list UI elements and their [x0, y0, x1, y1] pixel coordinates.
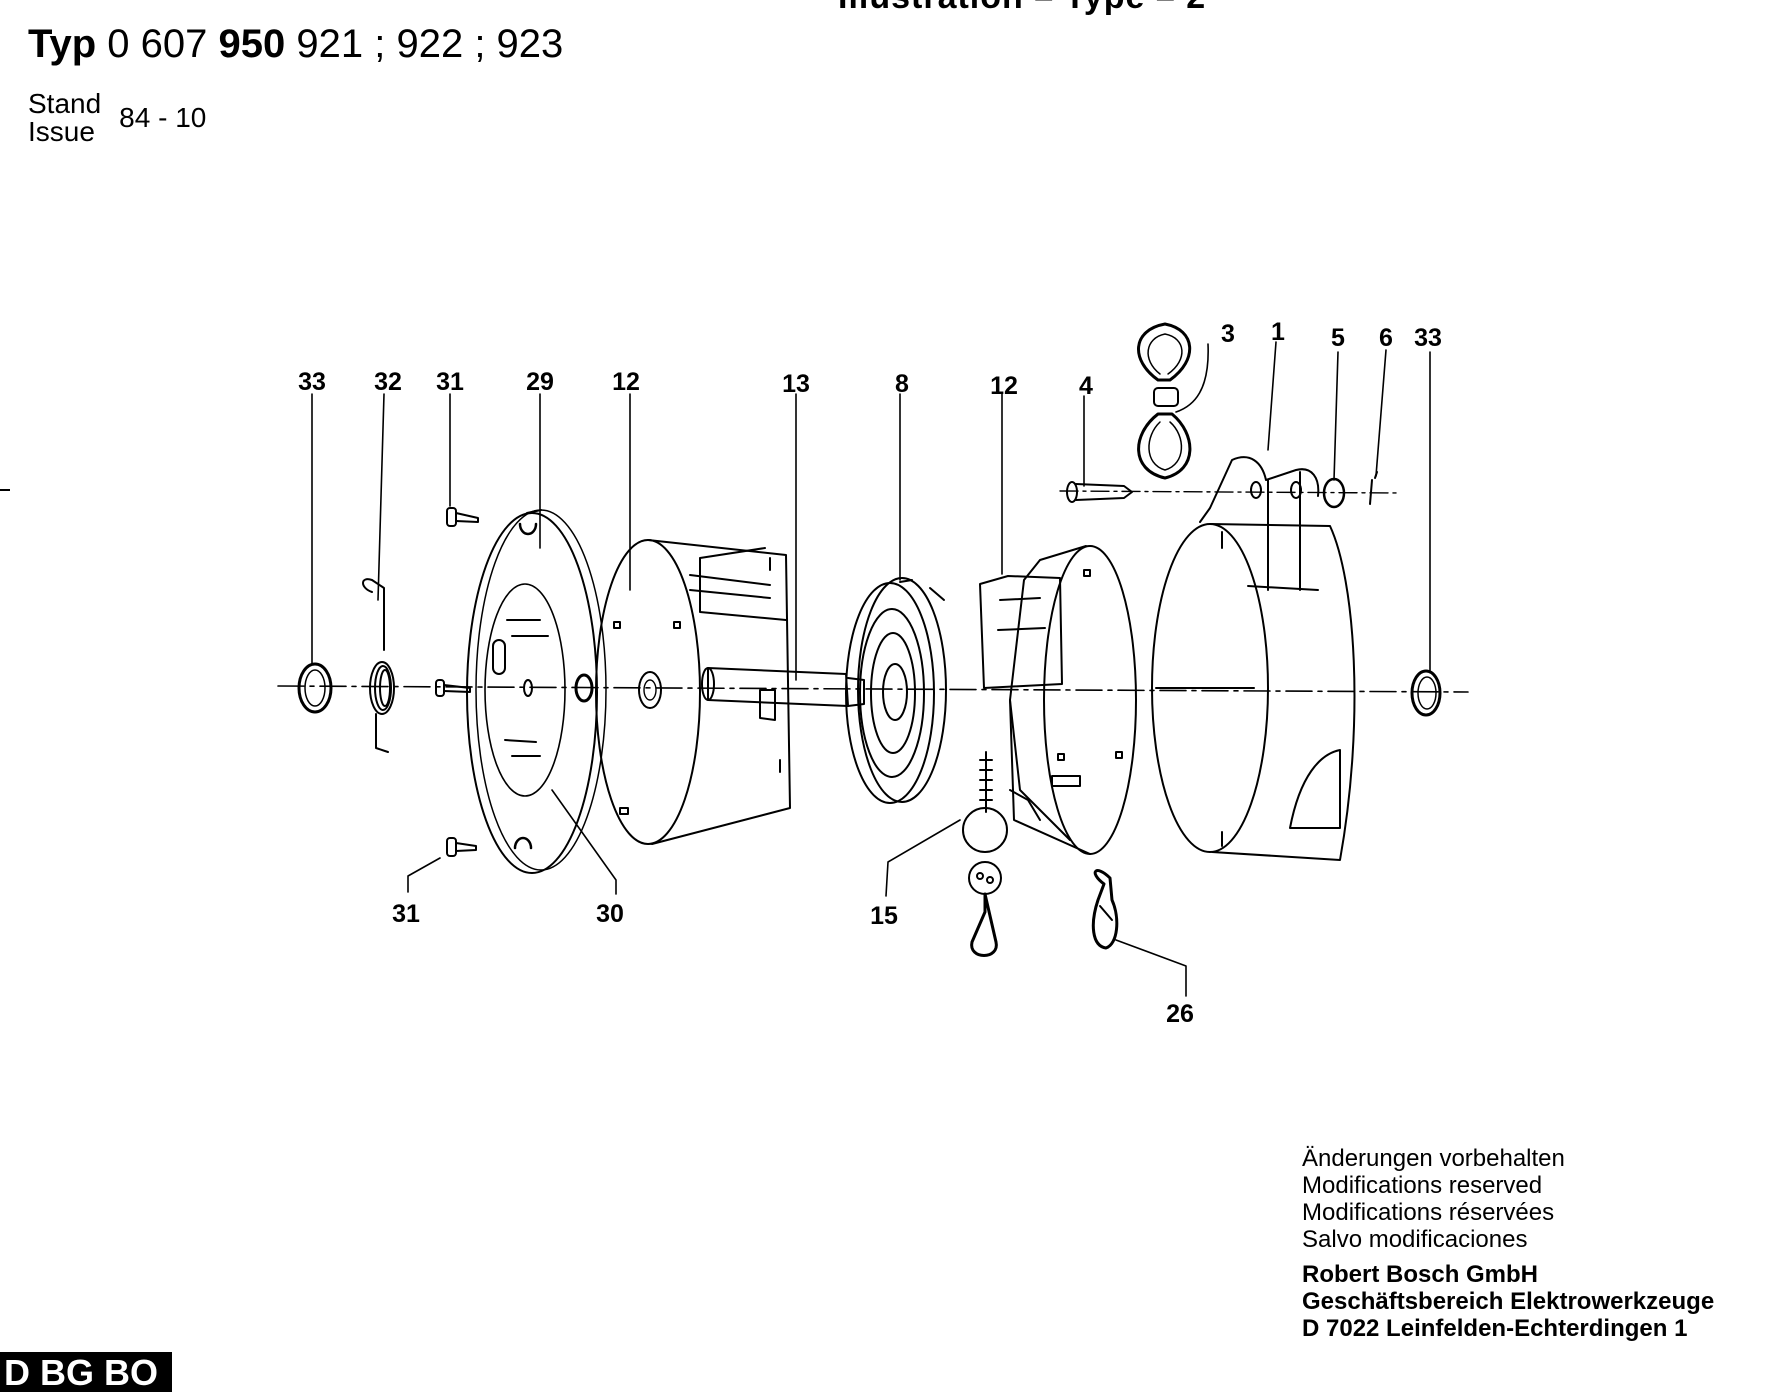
drum-right	[979, 545, 1137, 855]
callout-29: 29	[526, 368, 554, 396]
callout-3: 3	[1221, 320, 1235, 348]
pin	[1066, 481, 1133, 503]
note-line-en: Modifications reserved	[1302, 1172, 1543, 1199]
typ-label: Typ	[28, 22, 97, 66]
company-division: Geschäftsbereich Elektrowerkzeuge	[1302, 1288, 1715, 1315]
note-line-es: Salvo modificaciones	[1302, 1226, 1528, 1253]
shaft	[701, 667, 865, 707]
edge-mark	[0, 489, 10, 491]
callout-33-right: 33	[1414, 324, 1442, 352]
stand-issue-labels: Stand Issue	[28, 90, 101, 146]
split-pin	[1369, 471, 1378, 505]
callout-33-left: 33	[298, 368, 326, 396]
issue-value: 84 - 10	[119, 102, 207, 133]
callout-31-bottom: 31	[392, 900, 420, 928]
company-address: D 7022 Leinfelden-Echterdingen 1	[1302, 1315, 1688, 1342]
stand-label: Stand	[28, 88, 102, 119]
spring-cassette	[845, 577, 947, 804]
circlip-right	[1410, 669, 1442, 717]
callout-8: 8	[895, 370, 909, 398]
issue-block: Stand Issue 84 - 10	[28, 90, 206, 146]
pin-axis	[1059, 490, 1401, 494]
cut-off-title: Illustration – Type – 2	[838, 0, 1206, 17]
notes-block: Änderungen vorbehalten Modifications res…	[1302, 1145, 1714, 1342]
callout-13: 13	[782, 370, 810, 398]
callout-5: 5	[1331, 324, 1345, 352]
screw-top	[446, 507, 479, 527]
snap-hook	[1091, 869, 1119, 950]
callout-6: 6	[1379, 324, 1393, 352]
cable-ball-loop	[962, 751, 1008, 957]
note-line-de: Änderungen vorbehalten	[1302, 1145, 1565, 1172]
callout-32: 32	[374, 368, 402, 396]
callout-numbers: 33 32 31 29 12 13 8 12 4 3 1 5 6 33 31 3…	[298, 318, 1442, 1028]
company-name: Robert Bosch GmbH	[1302, 1261, 1539, 1288]
callout-31-top: 31	[436, 368, 464, 396]
typ-variants: 921 ; 922 ; 923	[296, 22, 564, 66]
type-number: Typ 0 607 950 921 ; 922 ; 923	[28, 22, 563, 67]
leader-lines	[311, 341, 1431, 997]
screw-mid	[435, 679, 471, 697]
swivel	[1137, 322, 1192, 480]
callout-1: 1	[1271, 318, 1285, 346]
callout-15: 15	[870, 902, 898, 930]
corner-logo: D BG BO	[0, 1352, 173, 1393]
typ-prefix: 0 607	[107, 22, 208, 66]
typ-bold-number: 950	[218, 22, 286, 66]
callout-26: 26	[1166, 1000, 1194, 1028]
callout-12-right: 12	[990, 372, 1018, 400]
main-housing	[1151, 456, 1356, 861]
screw-bottom	[446, 837, 477, 857]
issue-label: Issue	[28, 116, 95, 147]
drum-left	[595, 539, 791, 845]
callout-12-left: 12	[612, 368, 640, 396]
circlip-left	[297, 662, 333, 714]
callout-4: 4	[1079, 372, 1093, 400]
callout-30: 30	[596, 900, 624, 928]
note-line-fr: Modifications réservées	[1302, 1199, 1555, 1226]
cover-plate	[466, 509, 607, 874]
center-axis	[277, 685, 1469, 693]
torsion-spring	[362, 578, 395, 753]
